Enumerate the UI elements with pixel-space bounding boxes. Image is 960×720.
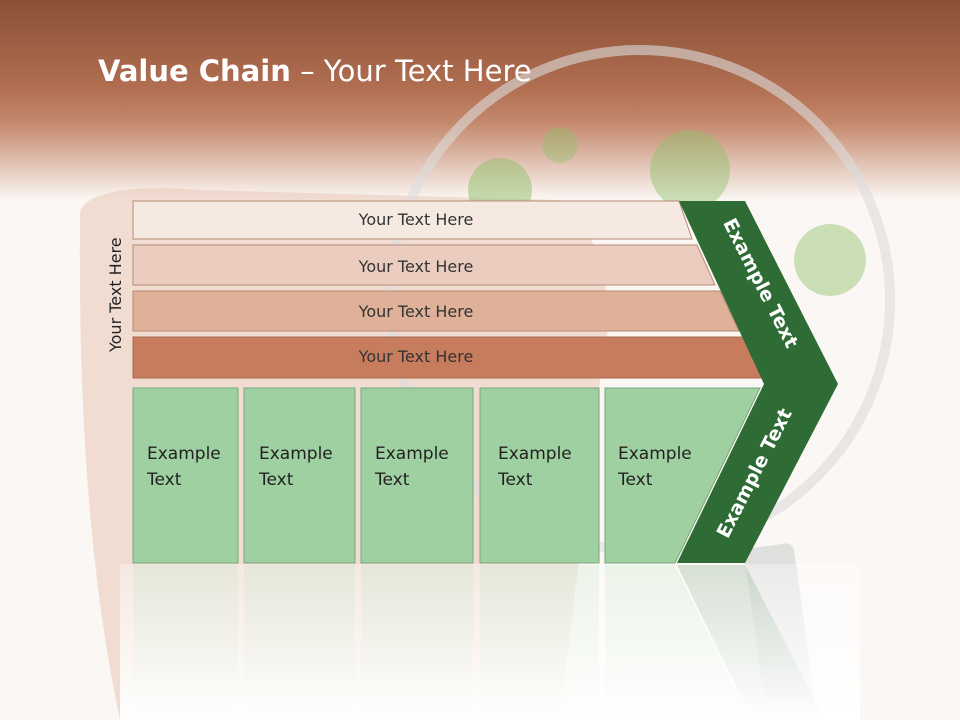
row-bar bbox=[132, 244, 716, 286]
support-row: Your Text Here bbox=[132, 200, 693, 240]
cell-line1: Example bbox=[375, 444, 449, 464]
cell-line1: Example bbox=[618, 444, 692, 464]
activity-cell: Example Text bbox=[479, 387, 600, 564]
row-label: Your Text Here bbox=[358, 257, 474, 276]
cell-box bbox=[604, 387, 761, 564]
side-label: Your Text Here bbox=[106, 237, 125, 353]
margin-chevron bbox=[677, 201, 838, 563]
row-label: Your Text Here bbox=[358, 347, 474, 366]
cell-line2: Text bbox=[146, 470, 182, 490]
activity-cell: Example Text bbox=[243, 387, 356, 564]
reflection-fade bbox=[120, 564, 860, 720]
cell-box bbox=[132, 387, 239, 564]
row-label: Your Text Here bbox=[358, 210, 474, 229]
title-bold: Value Chain bbox=[98, 54, 291, 88]
cell-line1: Example bbox=[147, 444, 221, 464]
cell-line2: Text bbox=[374, 470, 410, 490]
cell-box bbox=[243, 387, 356, 564]
activity-cell: Example Text bbox=[132, 387, 239, 564]
cell-box bbox=[479, 387, 600, 564]
activity-cell: Example Text bbox=[360, 387, 474, 564]
row-bar bbox=[132, 200, 693, 240]
virus-icon bbox=[542, 127, 578, 163]
support-row: Your Text Here bbox=[132, 336, 765, 379]
virus-icon bbox=[650, 130, 730, 210]
cell-box bbox=[360, 387, 474, 564]
row-label: Your Text Here bbox=[358, 302, 474, 321]
title-rest: – Your Text Here bbox=[290, 54, 532, 88]
cell-line1: Example bbox=[498, 444, 572, 464]
cell-line1: Example bbox=[259, 444, 333, 464]
page-title: Value Chain – Your Text Here bbox=[98, 54, 532, 88]
cell-line2: Text bbox=[497, 470, 533, 490]
support-row: Your Text Here bbox=[132, 244, 716, 286]
virus-icon bbox=[794, 224, 866, 296]
support-row: Your Text Here bbox=[132, 290, 740, 332]
cell-line2: Text bbox=[258, 470, 294, 490]
cell-line2: Text bbox=[617, 470, 653, 490]
row-bar bbox=[132, 290, 740, 332]
activity-cell: Example Text bbox=[604, 387, 761, 564]
